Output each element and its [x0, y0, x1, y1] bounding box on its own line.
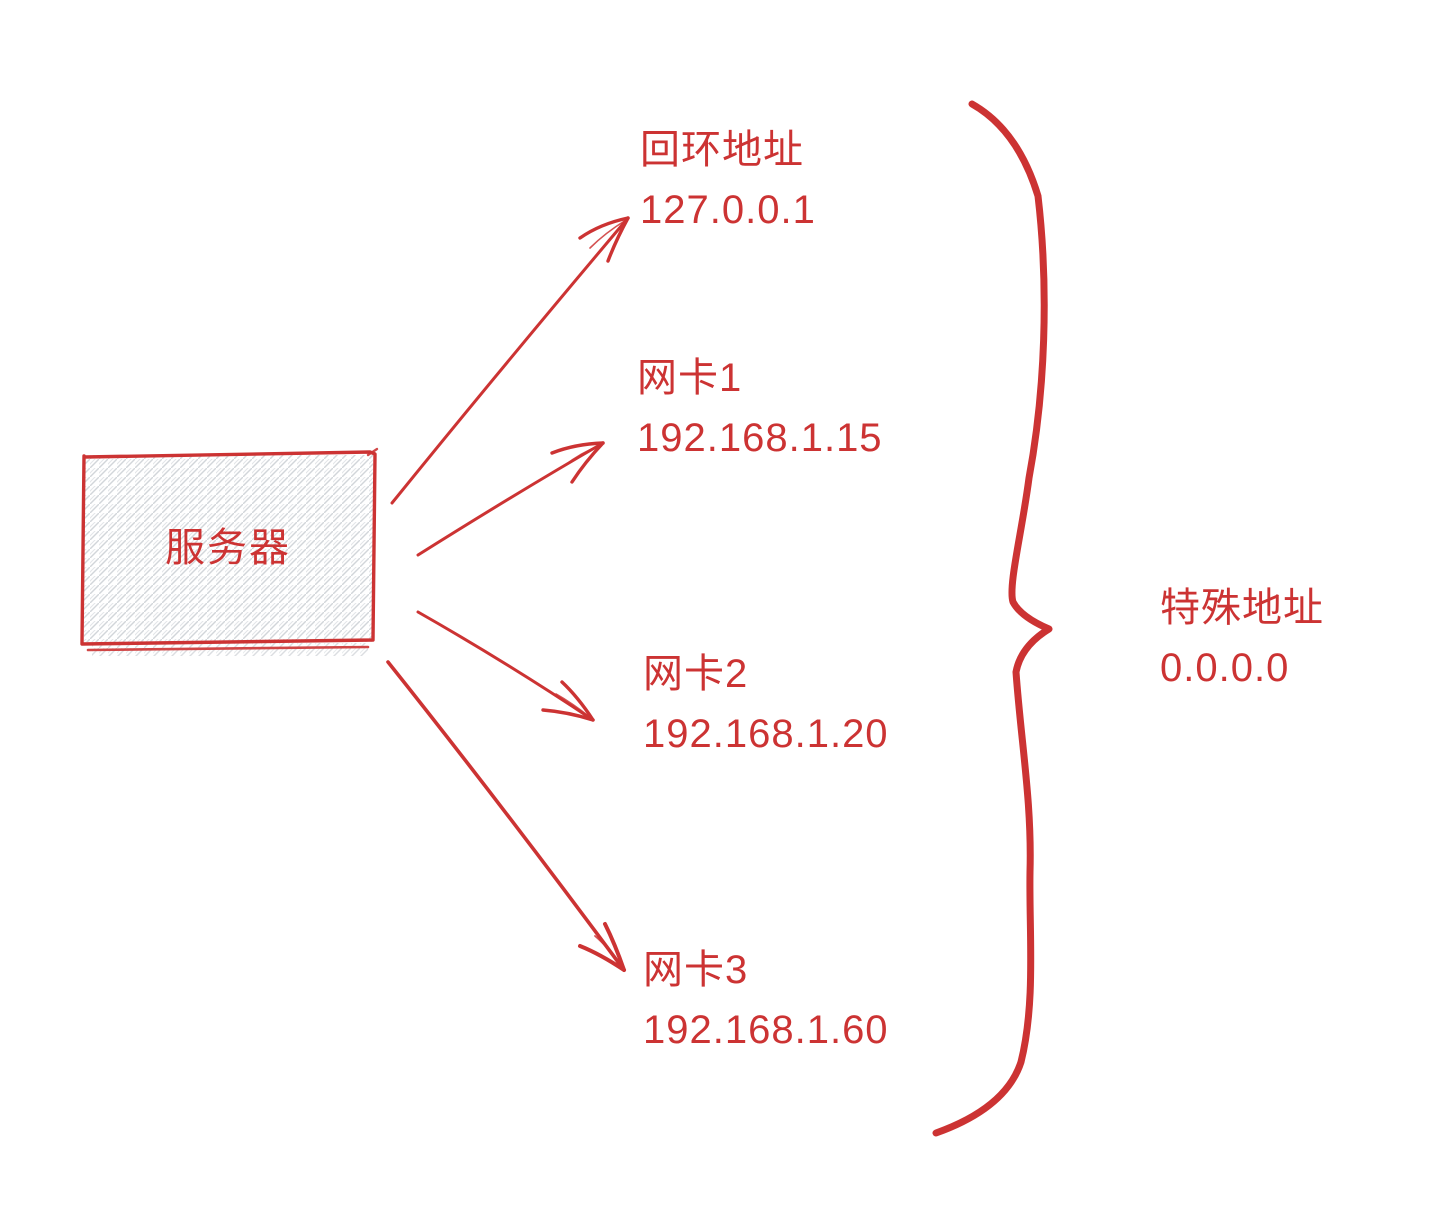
arrow-loopback [390, 216, 630, 505]
endpoint-loopback: 回环地址 127.0.0.1 [640, 120, 816, 240]
server-box-label: 服务器 [165, 526, 291, 570]
arrow-nic1 [416, 441, 605, 557]
endpoint-nic1-address: 192.168.1.15 [637, 416, 883, 460]
endpoint-nic3-address: 192.168.1.60 [643, 1008, 889, 1052]
arrow-nic3 [386, 660, 626, 972]
endpoint-nic2-name: 网卡2 [643, 652, 749, 696]
endpoint-nic1: 网卡1 192.168.1.15 [637, 348, 883, 468]
curly-brace [932, 100, 1053, 1137]
endpoint-loopback-name: 回环地址 [640, 128, 804, 172]
endpoint-nic1-name: 网卡1 [637, 356, 743, 400]
endpoint-nic3-name: 网卡3 [643, 948, 749, 992]
endpoint-nic2: 网卡2 192.168.1.20 [643, 644, 889, 764]
special-address-label: 特殊地址 0.0.0.0 [1160, 578, 1324, 698]
server-box [80, 447, 379, 656]
endpoint-loopback-address: 127.0.0.1 [640, 188, 816, 232]
arrow-nic2 [416, 610, 595, 722]
special-address-name: 特殊地址 [1160, 586, 1324, 630]
special-address-value: 0.0.0.0 [1160, 646, 1290, 690]
endpoint-nic2-address: 192.168.1.20 [643, 712, 889, 756]
endpoint-nic3: 网卡3 192.168.1.60 [643, 940, 889, 1060]
